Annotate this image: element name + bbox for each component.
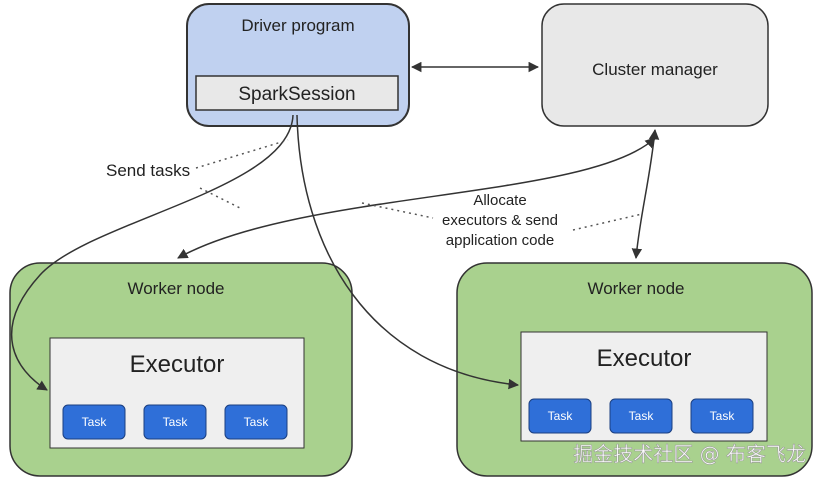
spark-session-label: SparkSession (238, 84, 355, 105)
worker-node-right: Worker node Executor Task Task Task (456, 262, 813, 477)
cluster-manager-title: Cluster manager (592, 60, 718, 79)
watermark: 掘金技术社区 @ 布客飞龙 (573, 442, 806, 466)
svg-text:Task: Task (548, 409, 574, 423)
task-right-2: Task (609, 398, 673, 434)
worker-node-left-title: Worker node (127, 279, 224, 298)
cluster-manager: Cluster manager (541, 3, 769, 127)
send-tasks-leader-2 (199, 187, 241, 209)
arrow-cluster-worker-left (177, 137, 656, 259)
arrow-session-executor-right (296, 114, 520, 390)
svg-text:Task: Task (244, 415, 270, 429)
svg-text:Task: Task (629, 409, 655, 423)
allocate-label-line3: application code (446, 232, 554, 249)
allocate-label-line1: Allocate (473, 192, 526, 209)
task-right-1: Task (528, 398, 592, 434)
task-left-2: Task (143, 404, 207, 440)
svg-text:Task: Task (163, 415, 189, 429)
spark-session-box (195, 75, 399, 111)
executor-right-label: Executor (597, 345, 692, 372)
svg-text:Task: Task (710, 409, 736, 423)
driver-program: Driver program SparkSession (186, 3, 410, 127)
send-tasks-label: Send tasks (106, 161, 190, 180)
svg-text:Task: Task (82, 415, 108, 429)
send-tasks-leader (195, 139, 289, 169)
executor-left-label: Executor (130, 351, 225, 378)
allocate-leader-right (572, 213, 643, 231)
allocate-leader-left (361, 202, 434, 219)
arrow-session-executor-left (10, 114, 294, 391)
driver-program-title: Driver program (241, 16, 354, 35)
allocate-label-line2: executors & send (442, 212, 558, 229)
worker-node-left: Worker node Executor Task Task Task (9, 262, 353, 477)
worker-node-right-title: Worker node (587, 279, 684, 298)
task-left-1: Task (62, 404, 126, 440)
task-right-3: Task (690, 398, 754, 434)
task-left-3: Task (224, 404, 288, 440)
